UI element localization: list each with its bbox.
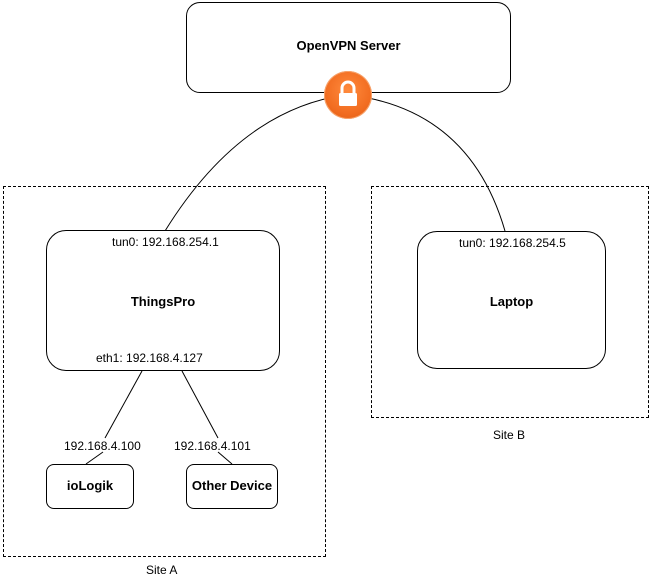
openvpn-server-label: OpenVPN Server bbox=[296, 38, 401, 53]
iologik-ip-label: 192.168.4.100 bbox=[64, 439, 141, 453]
lock-icon bbox=[324, 71, 372, 119]
site-a-label: Site A bbox=[146, 563, 178, 577]
thingspro-label: ThingsPro bbox=[130, 294, 196, 309]
iologik-label: ioLogik bbox=[66, 478, 114, 493]
other-device-ip-label: 192.168.4.101 bbox=[174, 439, 251, 453]
site-b-label: Site B bbox=[493, 428, 526, 442]
thingspro-node bbox=[46, 230, 280, 371]
thingspro-eth-label: eth1: 192.168.4.127 bbox=[96, 351, 203, 365]
iologik-node bbox=[46, 464, 134, 509]
site-a-region bbox=[3, 186, 326, 557]
laptop-tun-label: tun0: 192.168.254.5 bbox=[459, 236, 566, 250]
other-device-label: Other Device bbox=[191, 478, 273, 493]
site-b-region bbox=[371, 186, 649, 418]
thingspro-tun-label: tun0: 192.168.254.1 bbox=[112, 235, 219, 249]
laptop-label: Laptop bbox=[489, 294, 534, 309]
other-device-node bbox=[186, 464, 278, 509]
laptop-node bbox=[417, 231, 606, 369]
